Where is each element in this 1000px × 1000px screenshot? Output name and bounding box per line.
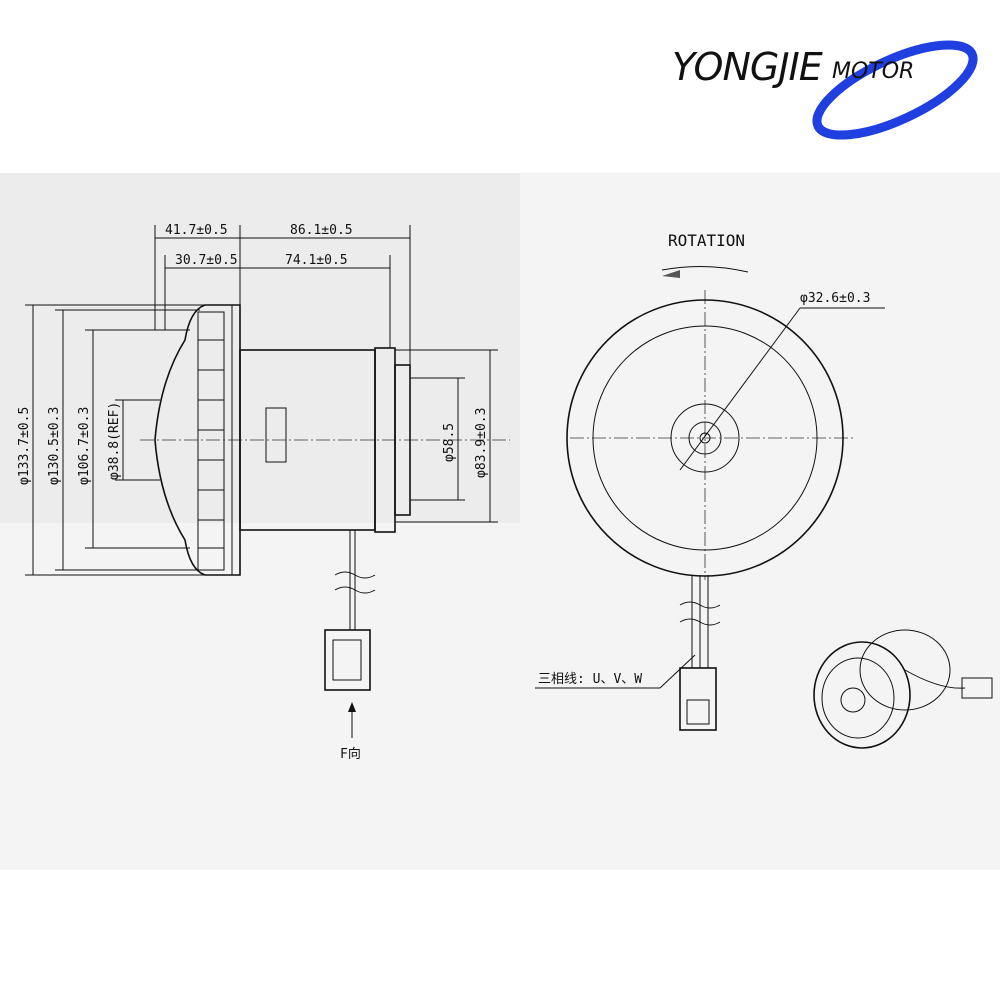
drawing-band	[0, 173, 520, 523]
shaft-circle	[699, 432, 711, 444]
outer-housing-circle	[566, 299, 844, 577]
brand-logo: YONGJIE MOTOR	[672, 40, 978, 140]
side-view: 41.7±0.5 86.1±0.5 30.7±0.5 74.1±0.5 φ133…	[17, 223, 510, 762]
fan-fins	[197, 305, 233, 575]
view-direction-arrow	[348, 702, 356, 738]
hub-circle	[670, 403, 740, 473]
dim-30-7: 30.7±0.5	[175, 253, 238, 268]
dim-133-7: φ133.7±0.5	[17, 407, 32, 485]
shaft-dimension: φ32.6±0.3	[800, 291, 870, 306]
rotation-label: ROTATION	[668, 231, 745, 250]
logo-swoosh	[812, 40, 978, 140]
dim-106-7: φ106.7±0.3	[77, 407, 92, 485]
dim-58-5: φ58.5	[442, 423, 457, 462]
view-direction-label: F向	[340, 746, 361, 762]
wire-label: 三相线: U、V、W	[538, 672, 642, 687]
dim-38-8: φ38.8(REF)	[107, 402, 122, 480]
logo-suffix-text: MOTOR	[832, 59, 914, 84]
dim-74-1: 74.1±0.5	[285, 253, 348, 268]
logo-brand-text: YONGJIE	[672, 45, 823, 89]
dim-41-7: 41.7±0.5	[165, 223, 228, 238]
inner-housing-circle	[592, 325, 818, 551]
bearing-boss	[394, 364, 411, 516]
front-wire-connector	[679, 575, 721, 731]
fan-housing	[154, 304, 241, 576]
side-wire-connector	[324, 530, 376, 691]
dim-130-5: φ130.5±0.3	[47, 407, 62, 485]
front-view: ROTATION φ32.6±0.3 三相线: U、V、W	[535, 231, 885, 731]
dim-86-1: 86.1±0.5	[290, 223, 353, 238]
rotation-arrow-icon	[661, 265, 749, 278]
motor-nameplate	[265, 407, 287, 463]
motor-3d-thumbnail	[813, 629, 993, 749]
dim-83-9: φ83.9±0.3	[474, 408, 489, 478]
